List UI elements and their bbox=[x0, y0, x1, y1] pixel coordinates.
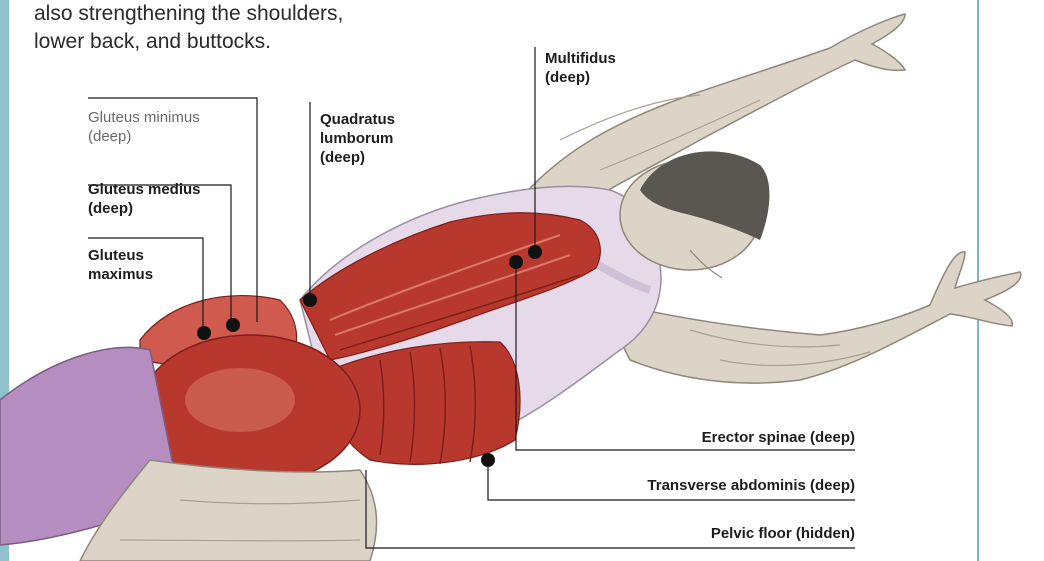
intro-text: also strengthening the shoulders, lower … bbox=[34, 0, 334, 56]
intro-line-1: also strengthening the shoulders, bbox=[34, 0, 334, 28]
dot-gluteus-maximus bbox=[197, 326, 211, 340]
intro-line-2: lower back, and buttocks. bbox=[34, 28, 334, 56]
label-gluteus-medius: Gluteus medius (deep) bbox=[88, 180, 201, 218]
dot-quadratus bbox=[303, 293, 317, 307]
dot-erector bbox=[509, 255, 523, 269]
label-gluteus-minimus: Gluteus minimus (deep) bbox=[88, 108, 200, 146]
dot-multifidus bbox=[528, 245, 542, 259]
label-multifidus: Multifidus (deep) bbox=[545, 49, 616, 87]
label-erector-spinae: Erector spinae (deep) bbox=[600, 428, 855, 447]
label-transverse-abdominis: Transverse abdominis (deep) bbox=[560, 476, 855, 495]
label-quadratus-lumborum: Quadratus lumborum (deep) bbox=[320, 110, 395, 167]
label-pelvic-floor: Pelvic floor (hidden) bbox=[600, 524, 855, 543]
label-gluteus-maximus: Gluteus maximus bbox=[88, 246, 153, 284]
dot-transverse bbox=[481, 453, 495, 467]
dot-gluteus-minimus bbox=[226, 318, 240, 332]
